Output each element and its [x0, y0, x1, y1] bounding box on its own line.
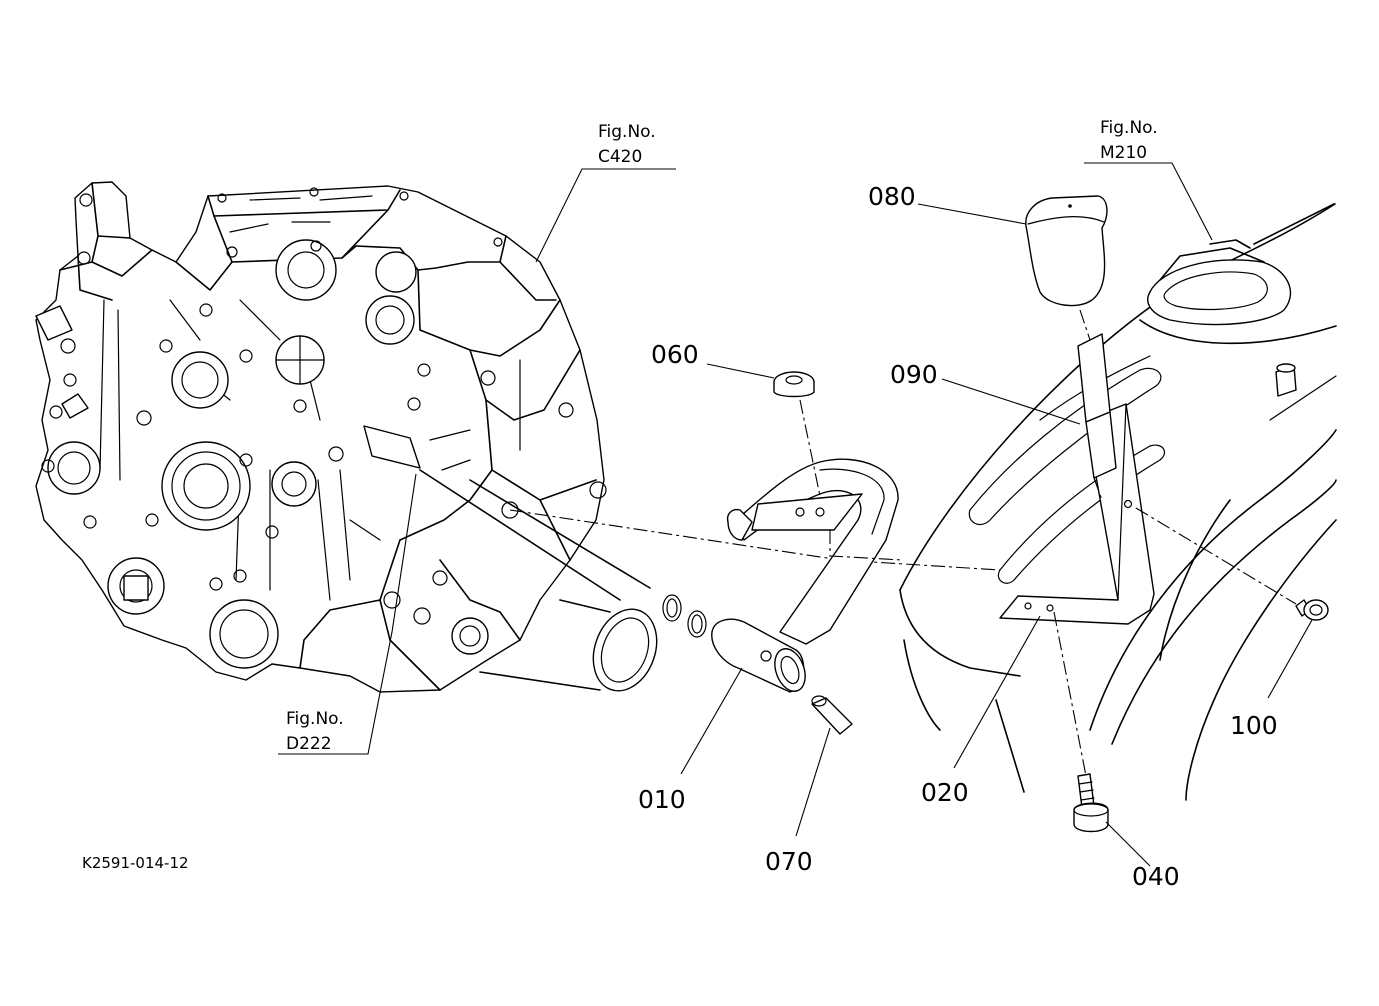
- leader-040: [1105, 821, 1151, 867]
- lever-guide-bracket: [999, 403, 1155, 625]
- part-label-080: 080: [868, 182, 916, 211]
- shift-lever-assembly: [662, 371, 903, 735]
- leader-060: [706, 363, 775, 379]
- part-label-060: 060: [651, 340, 699, 369]
- hex-bolt: [1073, 773, 1109, 833]
- fig-d222-number: D222: [286, 734, 332, 754]
- leader-d222: [278, 473, 417, 755]
- part-number-labels: 080 060 090 100 010 020 070 040: [638, 182, 1278, 891]
- roll-pin: [811, 695, 853, 735]
- fig-d222-caption: Fig.No.: [286, 709, 344, 729]
- leader-m210: [1084, 162, 1213, 241]
- hex-bolt-small: [1295, 599, 1329, 621]
- o-ring: [687, 610, 707, 638]
- fig-c420-number: C420: [598, 147, 642, 167]
- leader-070: [795, 727, 831, 837]
- part-label-020: 020: [921, 778, 969, 807]
- leader-c420: [535, 168, 676, 263]
- o-ring: [662, 594, 682, 622]
- figure-references: Fig.No. C420 Fig.No. M210 Fig.No. D222: [286, 118, 1158, 754]
- fig-c420-caption: Fig.No.: [598, 122, 656, 142]
- fig-m210-caption: Fig.No.: [1100, 118, 1158, 138]
- part-label-040: 040: [1132, 862, 1180, 891]
- document-code: K2591-014-12: [82, 854, 189, 872]
- part-label-010: 010: [638, 785, 686, 814]
- leader-lines: [278, 162, 1313, 867]
- part-label-070: 070: [765, 847, 813, 876]
- leader-010: [680, 667, 743, 775]
- leader-100: [1267, 619, 1313, 699]
- shift-collar: [711, 618, 806, 693]
- part-label-090: 090: [890, 360, 938, 389]
- collar-nut: [773, 371, 815, 398]
- fig-m210-number: M210: [1100, 143, 1147, 163]
- leader-080: [917, 203, 1027, 225]
- shift-lever-plate: [1077, 333, 1117, 479]
- leader-090: [941, 378, 1081, 425]
- lever-knob: [1025, 195, 1108, 307]
- part-label-100: 100: [1230, 711, 1278, 740]
- lever-plate: [751, 493, 863, 531]
- transmission-housing: [35, 181, 1001, 693]
- fender-panel: [899, 203, 1337, 801]
- leader-020: [953, 615, 1041, 769]
